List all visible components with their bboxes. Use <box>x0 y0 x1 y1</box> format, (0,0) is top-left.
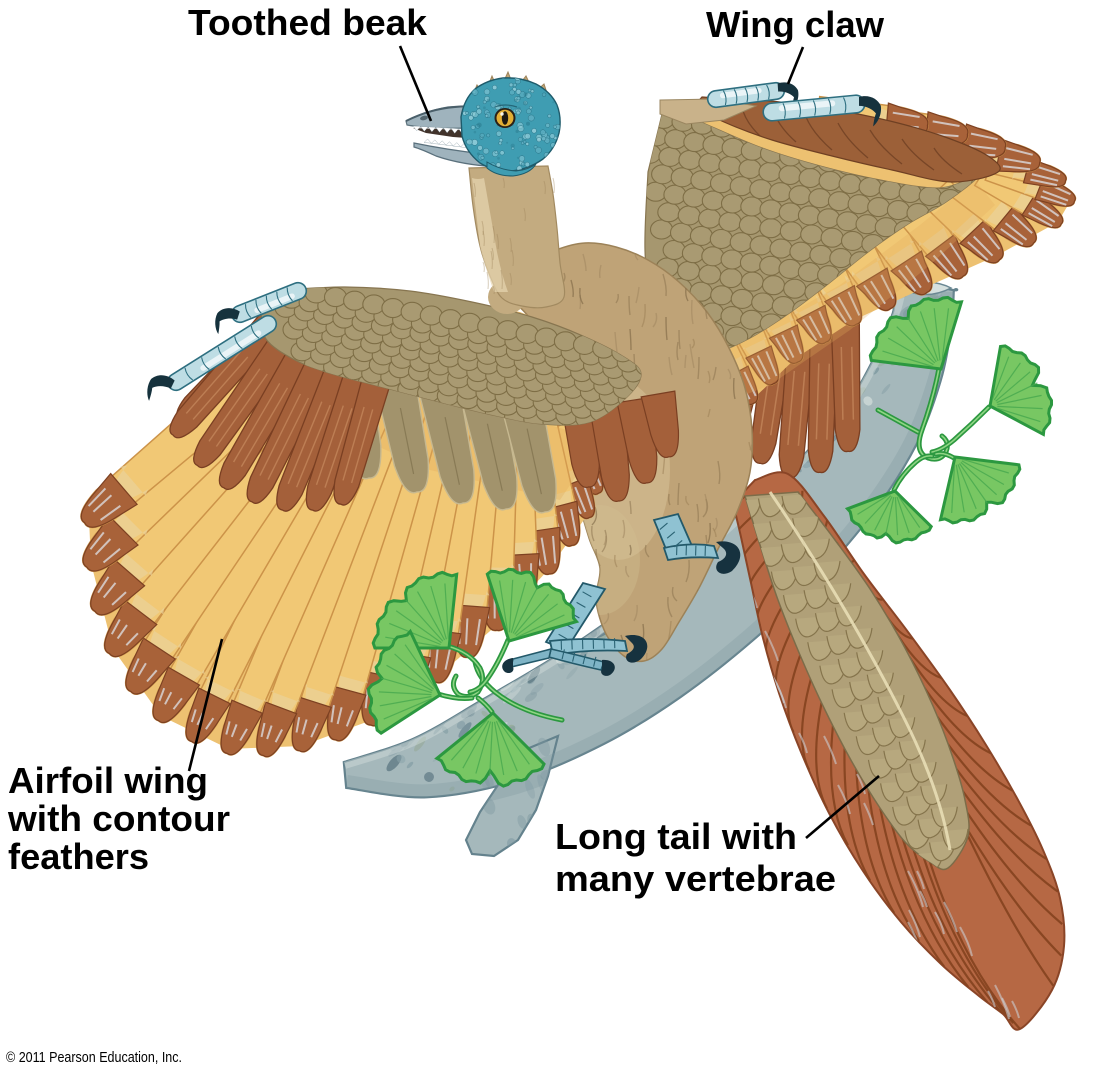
svg-text:feathers: feathers <box>8 836 149 877</box>
svg-text:with contour: with contour <box>7 798 230 839</box>
svg-text:Toothed beak: Toothed beak <box>188 2 428 43</box>
svg-text:Airfoil wing: Airfoil wing <box>8 760 208 801</box>
svg-text:© 2011 Pearson Education, Inc.: © 2011 Pearson Education, Inc. <box>6 1049 182 1066</box>
svg-text:Long tail with: Long tail with <box>555 816 797 857</box>
svg-text:Wing claw: Wing claw <box>706 4 885 45</box>
svg-text:many vertebrae: many vertebrae <box>555 858 836 899</box>
